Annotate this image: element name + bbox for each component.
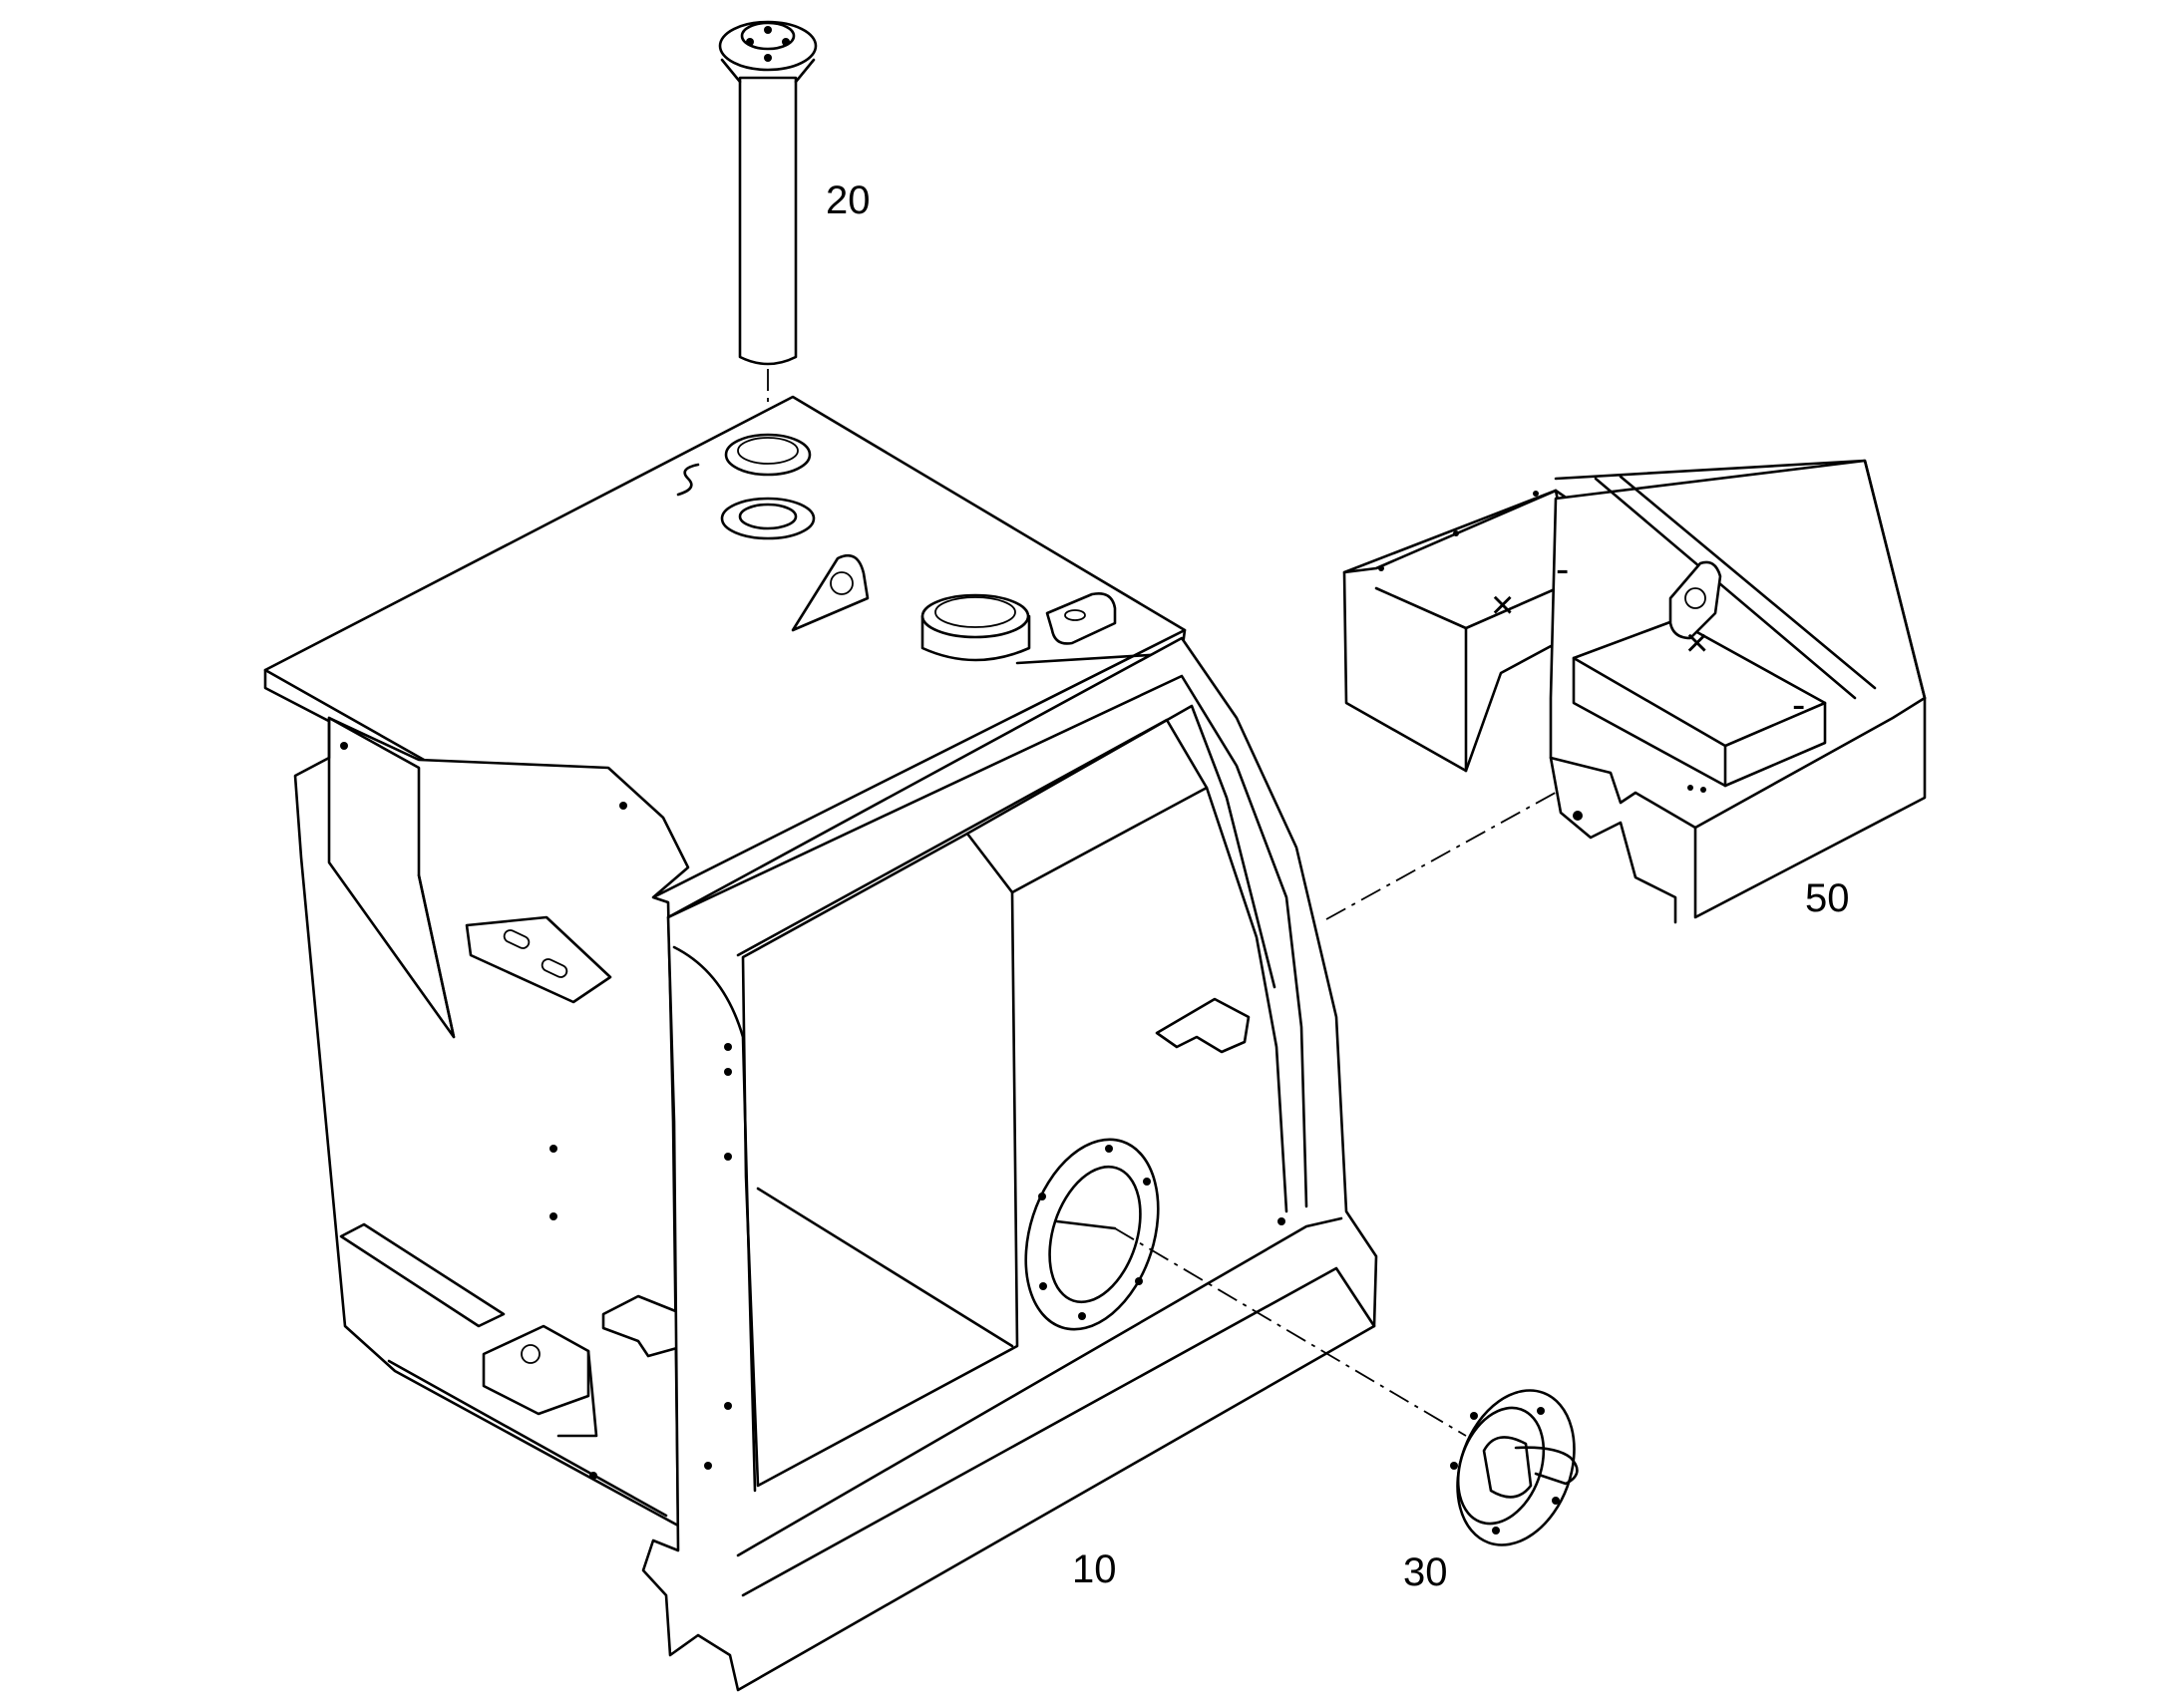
sender-flange-fitting: [676, 433, 816, 540]
filler-cap-leader: [1114, 1227, 1467, 1437]
battery-box-leader: [1325, 789, 1562, 920]
svg-text:-: -: [1792, 683, 1805, 727]
callout-20: 20: [826, 178, 871, 222]
filler-neck-fitting: [920, 593, 1031, 662]
callout-10: 10: [1072, 1547, 1117, 1591]
filler-cap-part: [1450, 1389, 1579, 1546]
sender-tube-part: [718, 20, 818, 366]
battery-box-part: × - × -: [1342, 459, 1927, 924]
svg-text:×: ×: [1685, 621, 1708, 665]
svg-text:-: -: [1556, 547, 1569, 591]
fuel-tank-part: [263, 395, 1378, 1692]
callout-30: 30: [1403, 1550, 1448, 1594]
svg-text:×: ×: [1491, 583, 1514, 627]
filler-flange-on-tank: [1024, 1138, 1160, 1331]
callout-50: 50: [1805, 876, 1850, 920]
